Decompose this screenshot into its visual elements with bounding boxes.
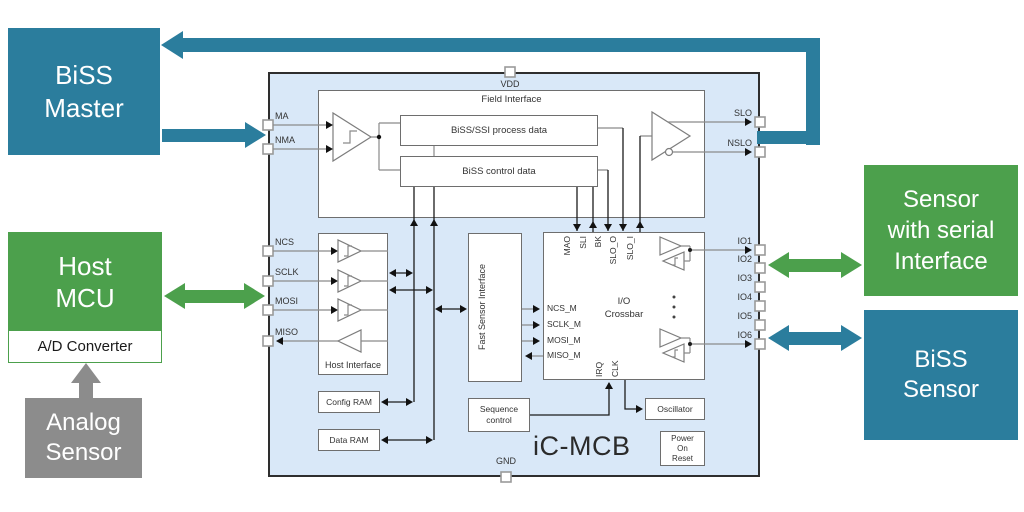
biss-sensor-arrow (768, 325, 862, 351)
signal-label-slo-o: SLO_O (608, 236, 618, 265)
pin-label-mosi: MOSI (275, 296, 299, 306)
pin-label-io1: IO1 (737, 236, 752, 246)
biss-sensor-line2: Sensor (902, 376, 980, 403)
por-line3: Reset (672, 453, 693, 463)
config-ram-label: Config RAM (326, 397, 372, 407)
biss-control-data-box: BiSS control data (400, 156, 598, 187)
oscillator-box: Oscillator (645, 398, 705, 420)
data-ram-label: Data RAM (329, 435, 369, 445)
signal-label-mao: MAO (562, 236, 572, 256)
io-crossbar-label-line1: I/O (617, 296, 631, 307)
serial-sensor-arrow (768, 252, 862, 278)
pin-label-ma: MA (275, 111, 289, 121)
sensor-serial-line1: Sensor (902, 185, 980, 213)
sequence-control-line1: Sequence (479, 404, 519, 414)
chip-name: iC-MCB (533, 431, 631, 461)
signal-label-irq: IRQ (594, 361, 604, 377)
signal-label-bk: BK (593, 236, 603, 248)
host-mcu-line2: MCU (55, 283, 115, 313)
pin-label-io4: IO4 (737, 292, 752, 302)
biss-sensor-block: BiSS Sensor (864, 310, 1018, 440)
pin-label-slo: SLO (733, 108, 752, 118)
data-ram-box: Data RAM (318, 429, 380, 451)
field-interface-box: Field Interface (318, 90, 705, 218)
biss-master-line2: Master (44, 92, 124, 123)
signal-label-clk: CLK (610, 360, 620, 377)
fast-sensor-interface-label: Fast Sensor Interface (477, 263, 487, 351)
biss-ssi-process-data-box: BiSS/SSI process data (400, 115, 598, 146)
host-interface-box: Host Interface (318, 233, 388, 375)
biss-sensor-line1: BiSS (914, 346, 968, 373)
fast-sensor-interface-box (468, 233, 522, 382)
sensor-serial-block: Sensor with serial Interface (864, 165, 1018, 296)
process-data-label: BiSS/SSI process data (450, 124, 548, 136)
por-line2: On (677, 443, 688, 453)
pin-label-io2: IO2 (737, 254, 752, 264)
por-line1: Power (671, 433, 694, 443)
control-data-label: BiSS control data (462, 165, 536, 177)
signal-label-sclk-m: SCLK_M (547, 319, 582, 329)
signal-label-mosi-m: MOSI_M (547, 335, 581, 345)
adc-label: A/D Converter (37, 338, 133, 355)
adc-strip: A/D Converter (9, 331, 161, 362)
pin-label-ncs: NCS (275, 237, 295, 247)
io-crossbar-label-line2: Crossbar (604, 309, 644, 320)
host-interface-label: Host Interface (324, 360, 382, 370)
sequence-control-box: Sequence control (468, 398, 530, 432)
sensor-serial-line2: with serial (887, 216, 995, 244)
oscillator-label: Oscillator (657, 404, 693, 414)
signal-label-slo-i: SLO_I (625, 236, 635, 261)
analog-sensor-block: Analog Sensor (25, 398, 142, 478)
analog-sensor-line1: Analog (46, 409, 121, 436)
pin-label-io6: IO6 (737, 330, 752, 340)
field-interface-label: Field Interface (481, 94, 542, 105)
host-mcu-block: Host MCU A/D Converter (8, 232, 162, 363)
gnd-pin-label: GND (496, 456, 516, 466)
pin-label-nslo: NSLO (727, 138, 752, 148)
signal-label-ncs-m: NCS_M (547, 303, 577, 313)
host-mcu-green-area: Host MCU (9, 233, 161, 331)
biss-master-line1: BiSS (55, 60, 113, 90)
pin-label-io3: IO3 (737, 273, 752, 283)
pin-label-sclk: SCLK (275, 267, 299, 277)
master-out-arrow (162, 122, 266, 148)
host-mcu-line1: Host (58, 250, 112, 281)
adc-arrow (71, 363, 101, 398)
signal-label-miso-m: MISO_M (547, 350, 581, 360)
sensor-serial-line3: Interface (894, 248, 988, 276)
biss-master-block: BiSS Master (8, 28, 160, 155)
vdd-pin-label: VDD (500, 79, 520, 89)
sequence-control-line2: control (486, 415, 512, 425)
pin-label-io5: IO5 (737, 311, 752, 321)
signal-label-sli: SLI (578, 236, 588, 249)
pin-label-nma: NMA (275, 135, 295, 145)
config-ram-box: Config RAM (318, 391, 380, 413)
pin-label-miso: MISO (275, 327, 299, 337)
power-on-reset-box: Power On Reset (660, 431, 705, 466)
analog-sensor-line2: Sensor (45, 439, 122, 466)
host-bus-arrow (164, 283, 265, 309)
